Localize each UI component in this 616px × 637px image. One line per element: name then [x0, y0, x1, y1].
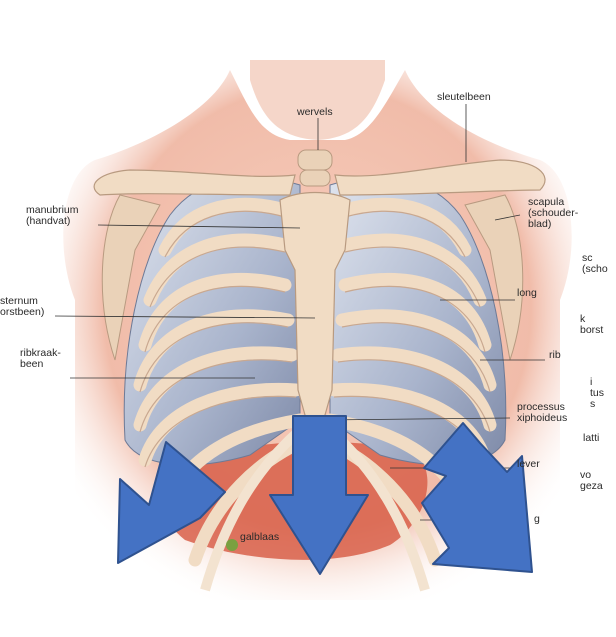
- label-rib: rib: [549, 350, 561, 361]
- label-lever: lever: [517, 459, 540, 470]
- label-fragment-vo: vo geza: [580, 470, 603, 492]
- label-g-fragment: g: [534, 514, 540, 525]
- label-fragment-latti: latti: [583, 433, 599, 444]
- label-sleutelbeen: sleutelbeen: [437, 92, 491, 103]
- label-sternum: sternum orstbeen): [0, 296, 44, 318]
- label-galblaas: galblaas: [240, 532, 279, 543]
- vertebra: [298, 150, 332, 170]
- label-fragment-sc: sc (scho: [582, 253, 608, 275]
- label-long: long: [517, 288, 537, 299]
- label-manubrium: manubrium (handvat): [26, 205, 79, 227]
- label-fragment-i: i tus s: [590, 377, 604, 410]
- gallbladder: [226, 539, 238, 551]
- label-scapula: scapula (schouder- blad): [528, 197, 578, 230]
- label-ribkraakbeen: ribkraak- been: [20, 348, 61, 370]
- neck-shading: [250, 60, 385, 140]
- label-wervels: wervels: [297, 107, 333, 118]
- label-processus: processus xiphoideus: [517, 402, 567, 424]
- label-fragment-k: k borst: [580, 314, 603, 336]
